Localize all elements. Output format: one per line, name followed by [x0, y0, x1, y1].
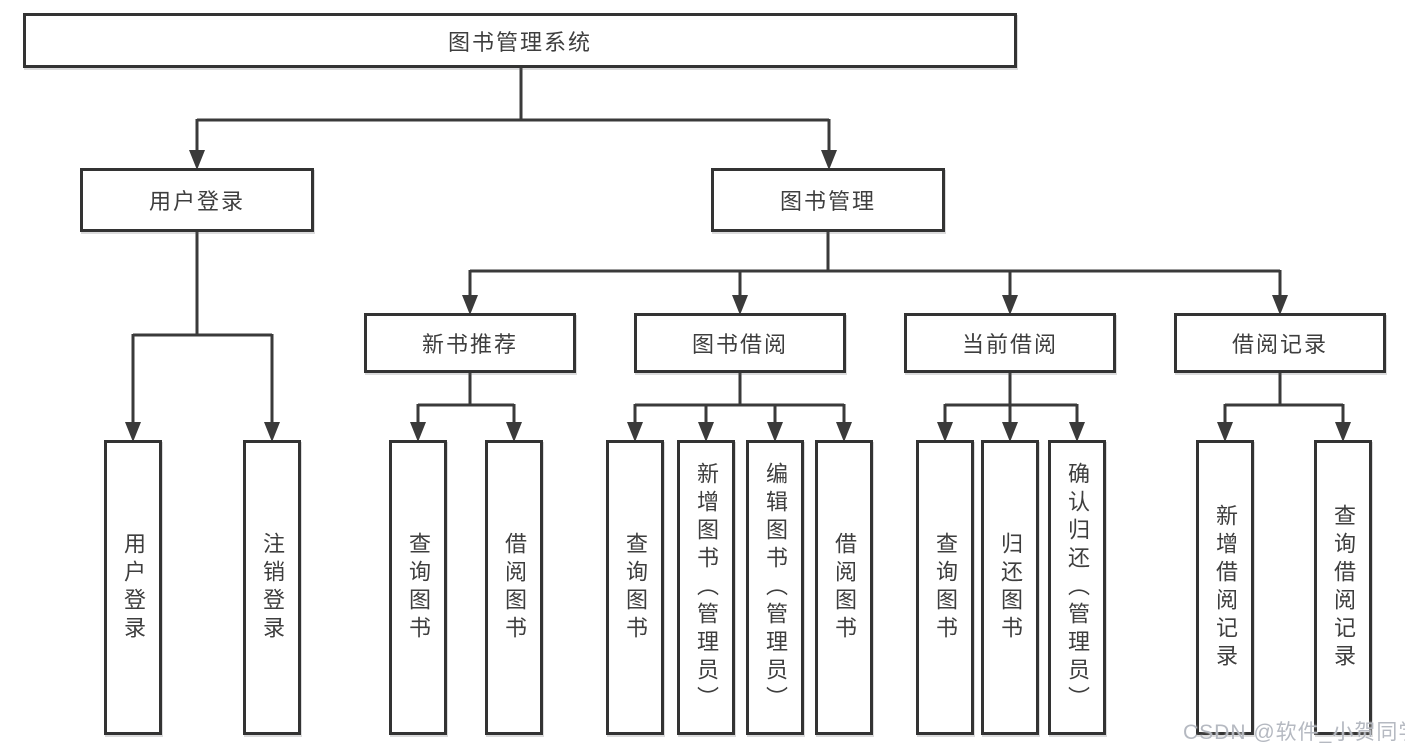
leaf-user-login: 用户登录 [104, 440, 162, 735]
node-label: 新增借阅记录 [1213, 503, 1238, 672]
node-label: 用户登录 [148, 189, 245, 214]
node-library-management-system: 图书管理系统 [23, 13, 1017, 68]
node-label: 图书管理系统 [447, 29, 592, 55]
connector-newbookrec-children [416, 372, 516, 424]
leaf-edit-books-admin: 编辑图书（管理员） [746, 440, 804, 735]
leaf-borrow-books-recommend: 借阅图书 [485, 440, 543, 735]
leaf-add-borrow-record: 新增借阅记录 [1196, 440, 1254, 735]
leaf-query-books-borrow: 查询图书 [606, 440, 664, 735]
node-label: 查询图书 [623, 531, 648, 644]
node-label: 查询图书 [933, 531, 958, 644]
node-book-management: 图书管理 [711, 168, 945, 232]
node-label: 查询图书 [406, 531, 431, 644]
node-label: 借阅图书 [832, 531, 857, 644]
arrowheads-level2 [189, 150, 837, 170]
leaf-return-books: 归还图书 [981, 440, 1039, 735]
leaf-query-books-recommend: 查询图书 [389, 440, 447, 735]
node-user-login: 用户登录 [80, 168, 314, 232]
node-label: 新增图书（管理员） [694, 461, 719, 714]
arrowheads-bookborrow-children [627, 422, 852, 442]
arrowheads-userlogin-children [125, 422, 280, 442]
node-label: 借阅图书 [502, 531, 527, 644]
node-label: 查询借阅记录 [1331, 503, 1356, 672]
arrowheads-borrowrecords-children [1217, 422, 1351, 442]
node-label: 图书借阅 [691, 332, 788, 357]
node-new-book-recommend: 新书推荐 [364, 313, 576, 373]
node-label: 图书管理 [779, 189, 876, 214]
node-label: 用户登录 [121, 531, 146, 644]
node-label: 借阅记录 [1231, 332, 1328, 357]
node-label: 当前借阅 [961, 332, 1058, 357]
node-current-borrow: 当前借阅 [904, 313, 1116, 373]
node-label: 确认归还（管理员） [1065, 461, 1090, 714]
node-book-borrow: 图书借阅 [634, 313, 846, 373]
arrowheads-newbookrec-children [410, 422, 522, 442]
connector-borrowrecords-children [1223, 372, 1345, 424]
node-borrow-records: 借阅记录 [1174, 313, 1386, 373]
connector-bookborrow-children [633, 372, 846, 424]
node-label: 新书推荐 [421, 332, 518, 357]
connector-root-to-level2 [195, 66, 831, 152]
leaf-query-books-current: 查询图书 [916, 440, 974, 735]
csdn-watermark: CSDN @软件_小贺同学 [1183, 721, 1405, 744]
arrowheads-currentborrow-children [937, 422, 1085, 442]
connector-bookmgmt-to-level3 [468, 231, 1282, 297]
arrowheads-level3 [462, 295, 1288, 315]
leaf-add-books-admin: 新增图书（管理员） [677, 440, 735, 735]
node-label: 归还图书 [998, 531, 1023, 644]
leaf-confirm-return-admin: 确认归还（管理员） [1048, 440, 1106, 735]
connector-currentborrow-children [943, 372, 1079, 424]
node-label: 注销登录 [260, 531, 285, 644]
leaf-query-borrow-record: 查询借阅记录 [1314, 440, 1372, 735]
connector-userlogin-children [131, 231, 274, 424]
leaf-logout: 注销登录 [243, 440, 301, 735]
node-label: 编辑图书（管理员） [763, 461, 788, 714]
leaf-borrow-books: 借阅图书 [815, 440, 873, 735]
